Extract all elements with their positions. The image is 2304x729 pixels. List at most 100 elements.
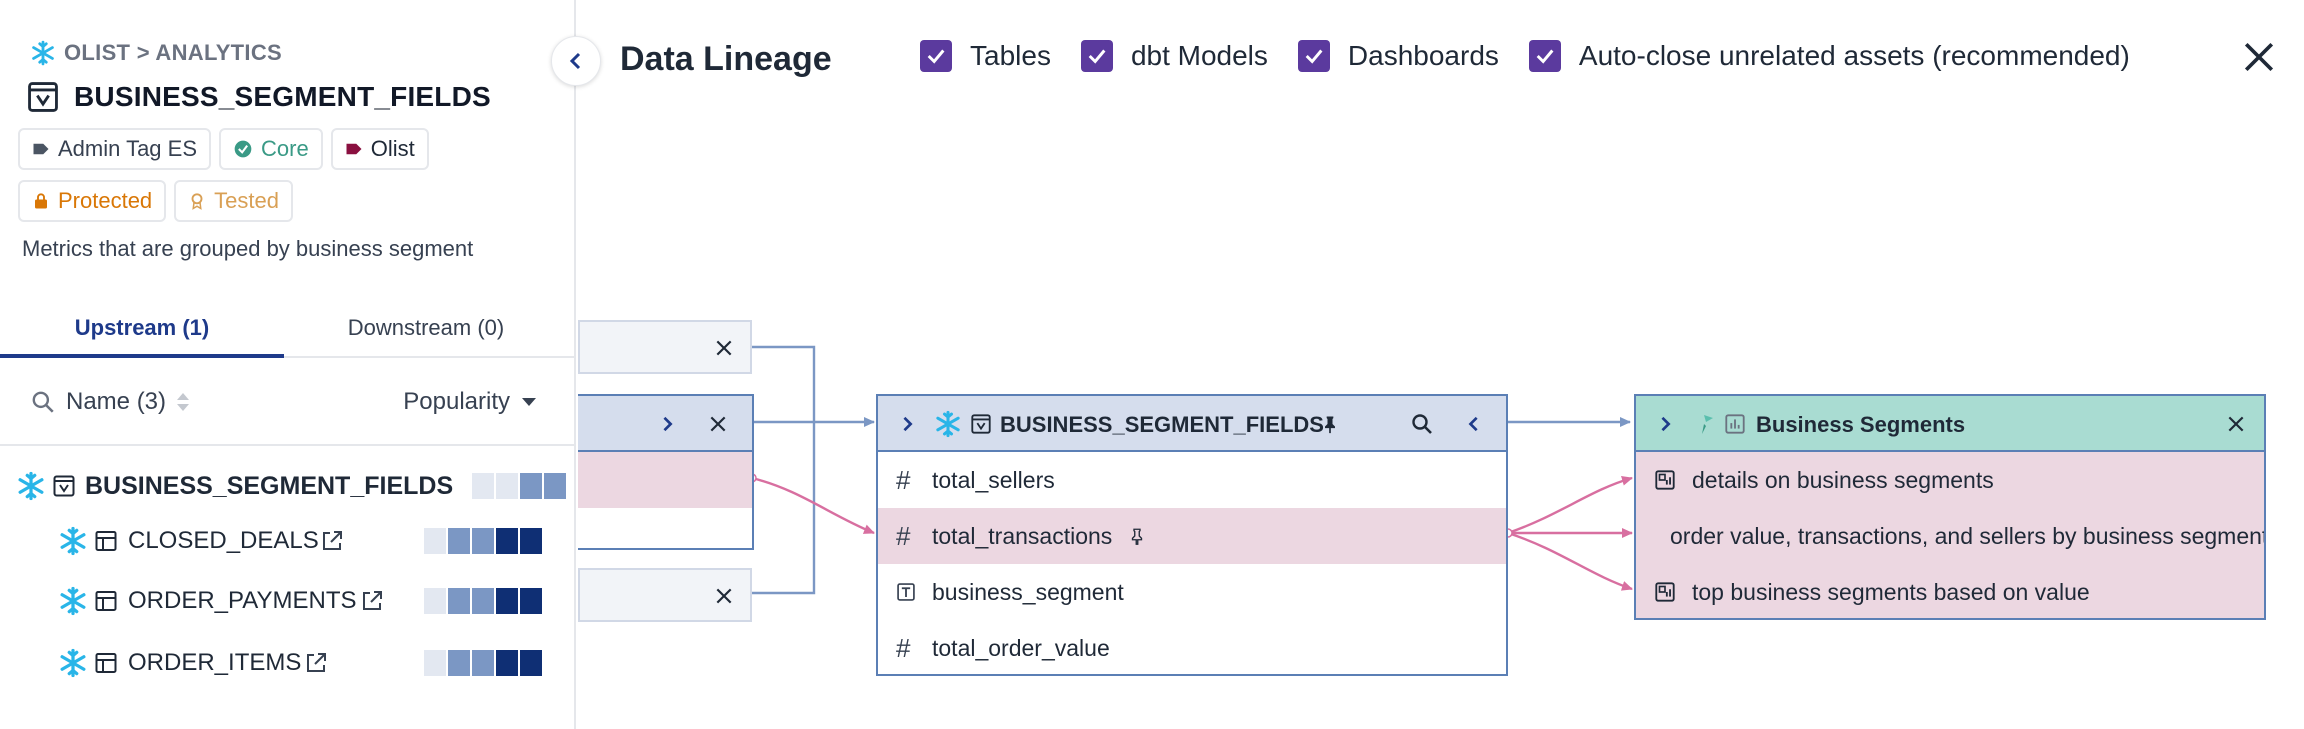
filter-dashboards[interactable]: Dashboards (1297, 40, 1499, 72)
chart-row[interactable]: order value, transactions, and sellers b… (1636, 508, 2264, 564)
snowflake-icon (60, 526, 86, 556)
dashboard-lineage-node[interactable]: Business Segments details on business se… (1634, 394, 2266, 620)
view-icon (28, 82, 58, 112)
popularity-segment (424, 588, 446, 614)
chart-icon (1655, 470, 1675, 490)
close-icon[interactable] (714, 586, 734, 606)
upstream-node-collapsed[interactable] (578, 320, 752, 374)
chevron-right-icon[interactable] (1658, 414, 1674, 434)
popularity-bar (472, 473, 566, 499)
chevron-left-icon (569, 52, 581, 70)
tree-label: BUSINESS_SEGMENT_FIELDS (85, 471, 454, 500)
tag-olist[interactable]: Olist (330, 128, 429, 170)
table-icon (95, 653, 117, 673)
pin-icon[interactable] (1320, 412, 1340, 436)
popularity-segment (520, 650, 542, 676)
tree-row-root[interactable]: BUSINESS_SEGMENT_FIELDS (0, 461, 576, 511)
sort-by-popularity[interactable]: Popularity (403, 388, 538, 416)
tree-label: ORDER_ITEMS (128, 649, 302, 676)
pin-outline-icon[interactable] (1128, 525, 1146, 547)
chevron-left-icon[interactable] (1466, 414, 1482, 434)
popularity-segment (472, 650, 494, 676)
popularity-segment (448, 650, 470, 676)
checkbox-checked-icon[interactable] (1080, 40, 1113, 72)
close-icon[interactable] (714, 338, 734, 358)
external-link-icon[interactable] (360, 589, 384, 613)
tree-row-order-items[interactable]: ORDER_ITEMS (0, 638, 576, 688)
chevron-right-icon[interactable] (900, 414, 916, 434)
tag-protected[interactable]: Protected (18, 180, 167, 222)
asset-description: Metrics that are grouped by business seg… (22, 236, 474, 261)
table-icon (95, 591, 117, 611)
asset-title-row: BUSINESS_SEGMENT_FIELDS (26, 80, 491, 114)
tab-downstream[interactable]: Downstream (0) (347, 315, 505, 340)
column-row[interactable]: # total_order_value (896, 632, 1110, 663)
search-icon[interactable] (1410, 412, 1434, 436)
close-icon[interactable] (2242, 40, 2276, 74)
dashboard-icon (1725, 414, 1745, 434)
snowflake-icon (60, 586, 86, 616)
upstream-node-collapsed[interactable] (578, 568, 752, 622)
tree-row-order-payments[interactable]: ORDER_PAYMENTS (0, 576, 576, 626)
checkbox-checked-icon[interactable] (1528, 40, 1561, 72)
filter-tables[interactable]: Tables (920, 40, 1051, 72)
tree-label: ORDER_PAYMENTS (128, 587, 357, 614)
close-icon[interactable] (708, 414, 728, 434)
tag-admin[interactable]: Admin Tag ES (18, 128, 212, 170)
check-circle-icon (234, 140, 252, 158)
tree-row-closed-deals[interactable]: CLOSED_DEALS (0, 516, 576, 566)
tag-list: Admin Tag ES Core Olist Protected Tested (18, 128, 558, 222)
node-title: Business Segments (1756, 412, 1966, 437)
main-lineage-node[interactable]: BUSINESS_SEGMENT_FIELDS # total_sellers … (876, 394, 1508, 676)
chart-icon (1655, 582, 1675, 602)
external-link-icon[interactable] (320, 529, 344, 553)
lineage-sidebar: OLIST > ANALYTICS BUSINESS_SEGMENT_FIELD… (0, 0, 576, 729)
chart-row[interactable]: details on business segments (1636, 452, 2264, 508)
number-type-icon: # (896, 464, 911, 495)
column-row[interactable]: # total_sellers (896, 464, 1055, 495)
popularity-segment (424, 650, 446, 676)
node-header (578, 396, 752, 452)
close-icon[interactable] (2226, 414, 2246, 434)
popularity-segment (448, 528, 470, 554)
popularity-segment (496, 528, 518, 554)
table-icon (95, 531, 117, 551)
upstream-node-expanded[interactable] (578, 394, 754, 550)
tree-label: CLOSED_DEALS (128, 527, 319, 554)
checkbox-checked-icon[interactable] (920, 40, 952, 72)
number-type-icon: # (896, 632, 911, 663)
popularity-segment (520, 473, 542, 499)
node-header: Business Segments (1636, 396, 2264, 452)
chevron-right-icon[interactable] (660, 414, 676, 434)
asset-type-filters: Tables dbt Models Dashboards Auto-close … (920, 40, 2160, 72)
column-row-highlighted[interactable]: # total_transactions (878, 508, 1506, 564)
chart-row[interactable]: top business segments based on value (1636, 564, 2264, 618)
number-type-icon: # (896, 520, 911, 551)
checkbox-checked-icon[interactable] (1297, 40, 1330, 72)
breadcrumb[interactable]: OLIST > ANALYTICS (30, 40, 282, 66)
sort-by-name[interactable]: Name (3) (30, 388, 190, 416)
column-row[interactable]: business_segment (878, 564, 1506, 620)
popularity-segment (448, 588, 470, 614)
popularity-bar (424, 528, 542, 554)
collapse-sidebar-button[interactable] (551, 36, 601, 86)
popularity-bar (424, 650, 542, 676)
popularity-bar (424, 588, 542, 614)
tag-tested[interactable]: Tested (174, 180, 293, 222)
popularity-segment (472, 528, 494, 554)
upstream-column-highlighted[interactable] (578, 452, 752, 508)
external-link-icon[interactable] (304, 651, 328, 675)
filter-dbt-models[interactable]: dbt Models (1080, 40, 1268, 72)
tag-icon (33, 143, 49, 155)
popularity-segment (424, 528, 446, 554)
tag-core[interactable]: Core (219, 128, 323, 170)
bi-tool-logo-icon (1695, 415, 1713, 434)
popularity-segment (496, 588, 518, 614)
badge-icon (191, 193, 203, 210)
lock-icon (35, 193, 47, 209)
popularity-segment (520, 588, 542, 614)
popularity-segment (544, 473, 566, 499)
page-title: Data Lineage (620, 40, 832, 78)
filter-auto-close[interactable]: Auto-close unrelated assets (recommended… (1528, 40, 2130, 72)
tab-upstream[interactable]: Upstream (1) (0, 300, 284, 358)
